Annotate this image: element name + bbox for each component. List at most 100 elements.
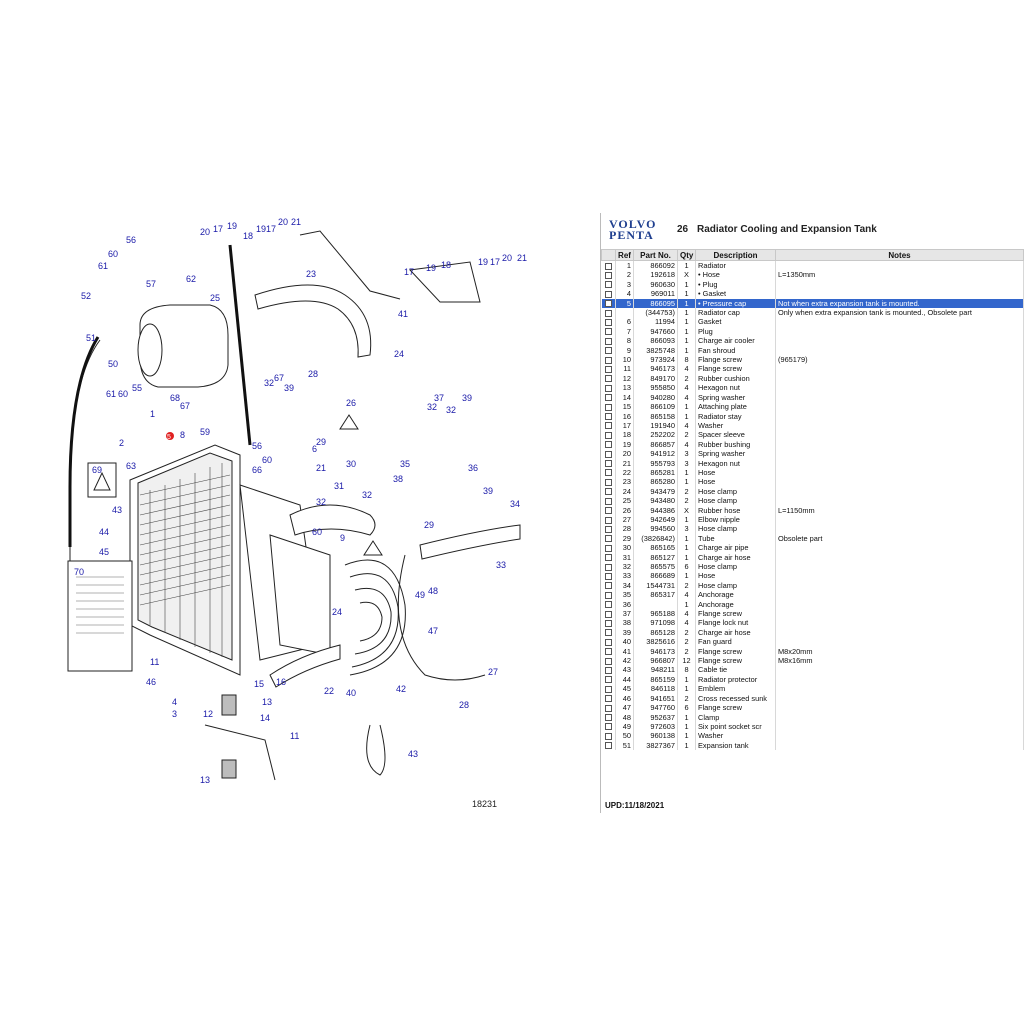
checkbox[interactable] (604, 582, 612, 590)
select-checkbox[interactable] (601, 505, 616, 515)
select-checkbox[interactable] (601, 430, 616, 440)
select-checkbox[interactable] (601, 298, 616, 309)
checkbox[interactable] (604, 732, 612, 740)
select-checkbox[interactable] (601, 402, 616, 412)
select-checkbox[interactable] (601, 496, 616, 506)
select-checkbox[interactable] (601, 618, 616, 628)
checkbox[interactable] (604, 638, 612, 646)
select-checkbox[interactable] (601, 279, 616, 290)
checkbox[interactable] (604, 356, 612, 364)
select-checkbox[interactable] (601, 373, 616, 384)
checkbox[interactable] (604, 742, 612, 750)
select-checkbox[interactable] (601, 712, 616, 722)
checkbox[interactable] (604, 441, 612, 449)
checkbox[interactable] (604, 422, 612, 430)
checkbox[interactable] (604, 478, 612, 486)
checkbox[interactable] (604, 667, 612, 675)
checkbox[interactable] (604, 563, 612, 571)
checkbox[interactable] (604, 337, 612, 345)
select-checkbox[interactable] (601, 665, 616, 675)
checkbox[interactable] (604, 704, 612, 712)
select-checkbox[interactable] (601, 449, 616, 459)
checkbox[interactable] (604, 460, 612, 468)
select-checkbox[interactable] (601, 392, 616, 403)
checkbox[interactable] (604, 695, 612, 703)
select-checkbox[interactable] (601, 590, 616, 600)
select-checkbox[interactable] (601, 562, 616, 572)
select-checkbox[interactable] (601, 674, 616, 685)
checkbox[interactable] (604, 619, 612, 627)
select-checkbox[interactable] (601, 326, 616, 337)
checkbox[interactable] (604, 714, 612, 722)
select-checkbox[interactable] (601, 731, 616, 741)
checkbox[interactable] (604, 488, 612, 496)
select-checkbox[interactable] (601, 260, 616, 271)
select-checkbox[interactable] (601, 270, 616, 280)
select-checkbox[interactable] (601, 336, 616, 346)
select-checkbox[interactable] (601, 740, 616, 751)
select-checkbox[interactable] (601, 533, 616, 544)
checkbox[interactable] (604, 281, 612, 289)
checkbox[interactable] (604, 469, 612, 477)
checkbox[interactable] (604, 431, 612, 439)
checkbox[interactable] (604, 290, 612, 298)
checkbox[interactable] (604, 318, 612, 326)
checkbox[interactable] (604, 591, 612, 599)
select-checkbox[interactable] (601, 345, 616, 356)
checkbox[interactable] (604, 507, 612, 515)
checkbox[interactable] (604, 676, 612, 684)
checkbox[interactable] (604, 375, 612, 383)
checkbox[interactable] (604, 309, 612, 317)
checkbox[interactable] (604, 450, 612, 458)
checkbox[interactable] (604, 657, 612, 665)
select-checkbox[interactable] (601, 458, 616, 468)
checkbox[interactable] (604, 610, 612, 618)
select-checkbox[interactable] (601, 486, 616, 497)
checkbox[interactable] (604, 262, 612, 270)
select-checkbox[interactable] (601, 420, 616, 431)
select-checkbox[interactable] (601, 627, 616, 638)
select-checkbox[interactable] (601, 383, 616, 393)
select-checkbox[interactable] (601, 467, 616, 478)
select-checkbox[interactable] (601, 693, 616, 704)
